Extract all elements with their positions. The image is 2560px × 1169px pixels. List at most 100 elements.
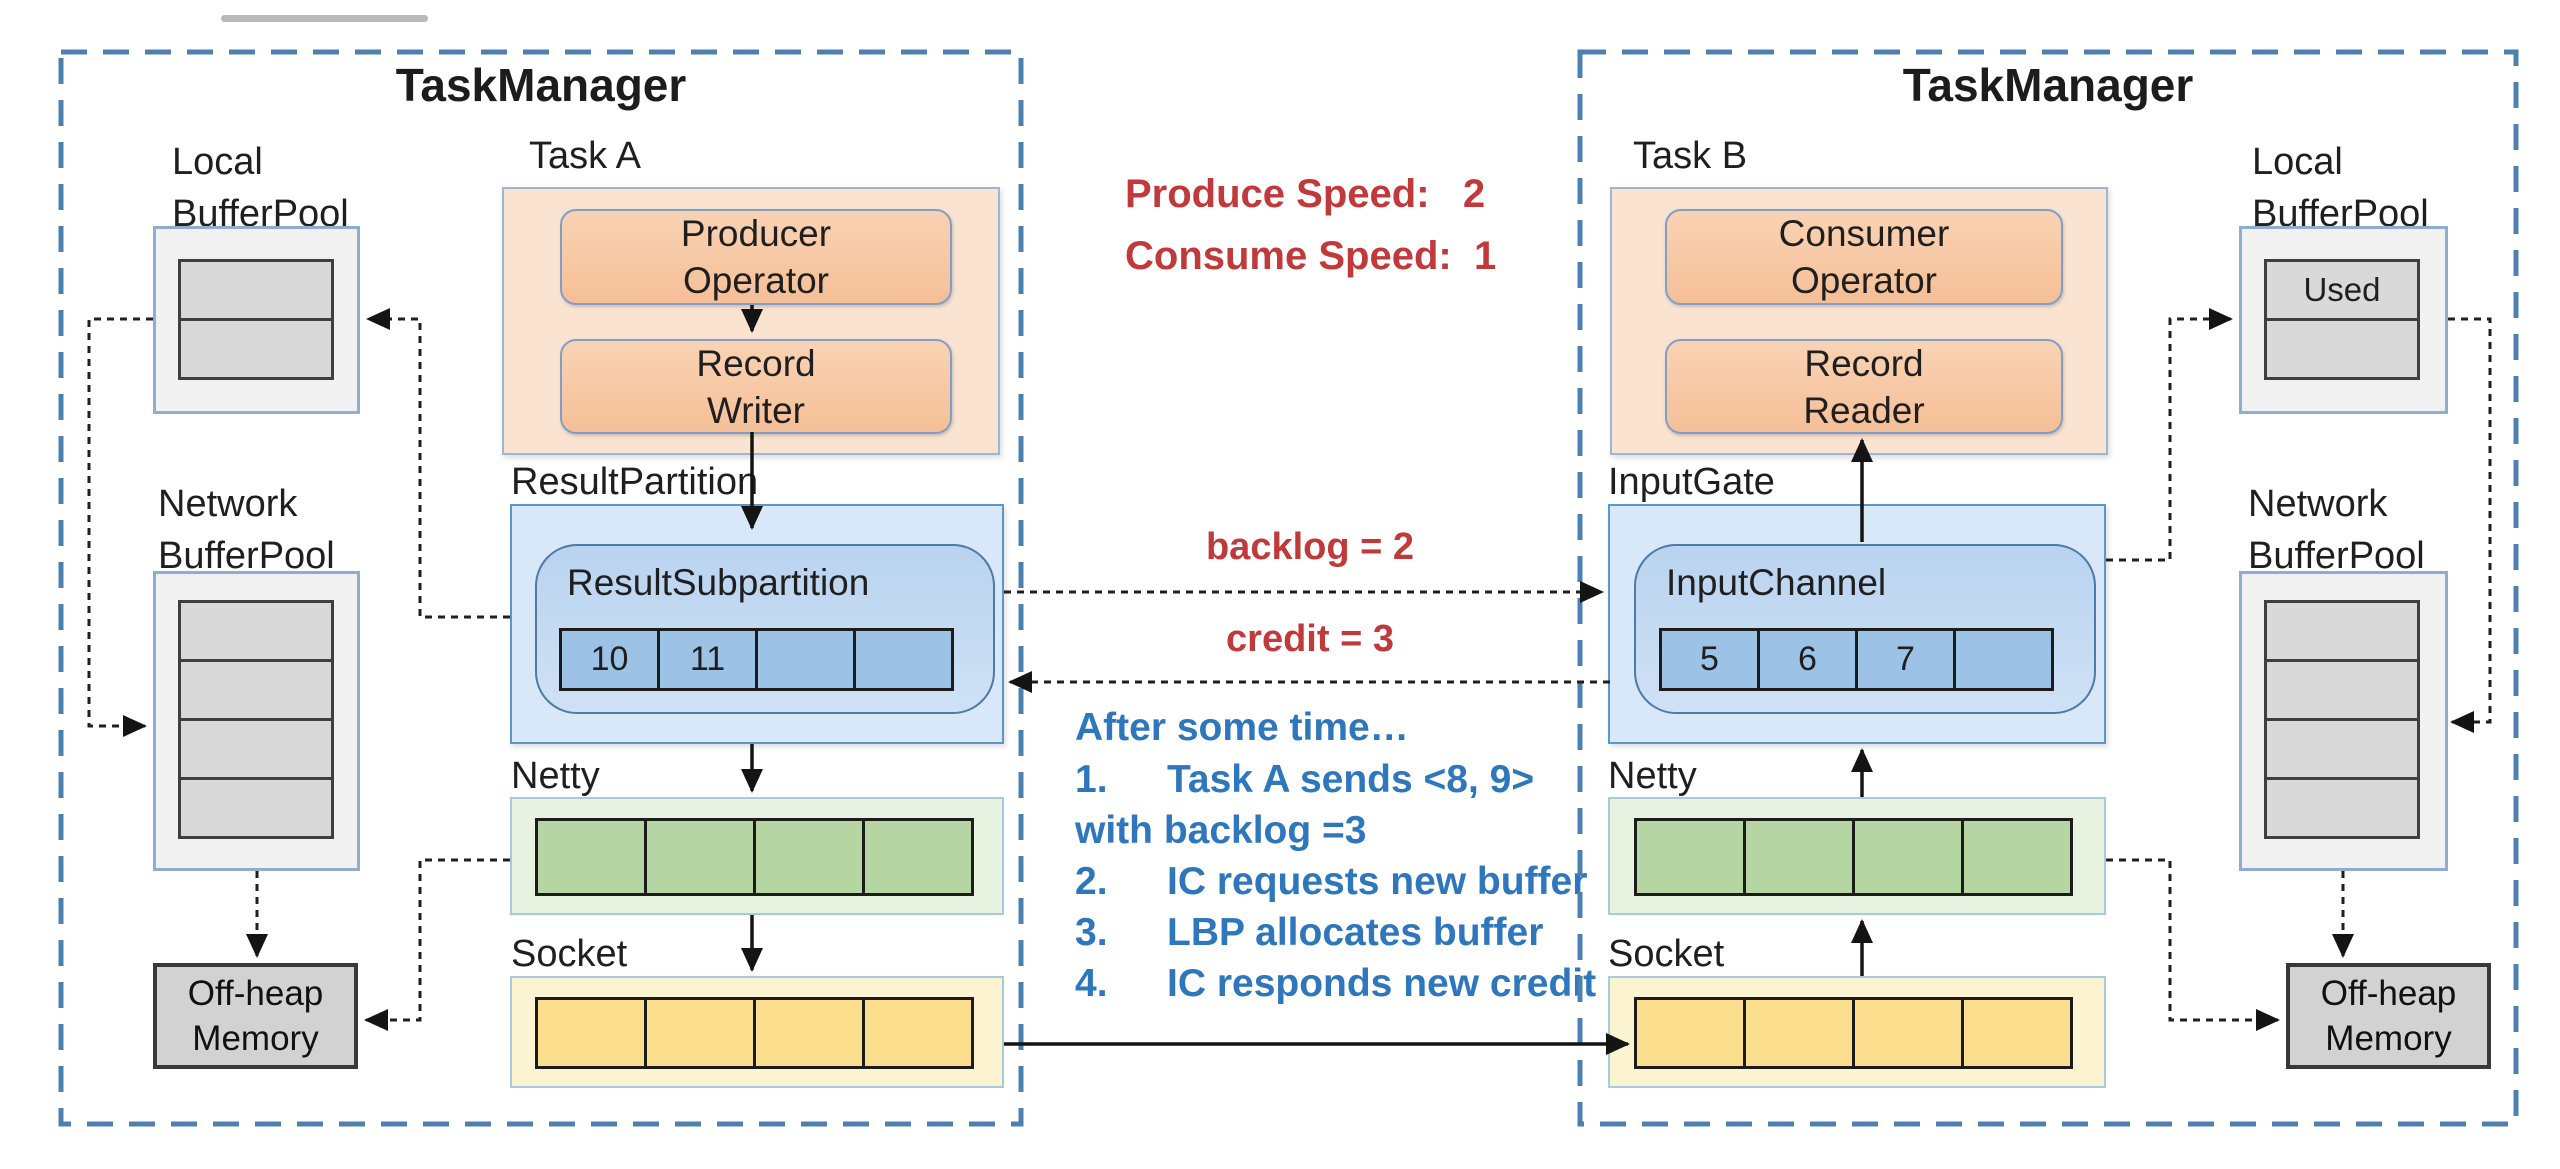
record-reader-box: Record Reader <box>1665 339 2063 434</box>
buffer-cell <box>1743 818 1855 896</box>
left-network-bufferpool-cells <box>178 600 334 839</box>
step-3: 3. LBP allocates buffer <box>1075 911 1543 955</box>
right-task-label: Task B <box>1633 135 1748 177</box>
buffer-cell <box>178 318 334 380</box>
record-reader-line1: Record <box>1804 342 1924 384</box>
buffer-cell <box>535 818 647 896</box>
step-1: 1. Task A sends <8, 9> <box>1075 758 1534 802</box>
buffer-cell <box>755 628 856 691</box>
right-network-bufferpool-cells <box>2264 600 2420 839</box>
left-offheap-line2: Memory <box>192 1019 319 1058</box>
top-accent-bar <box>221 15 428 22</box>
left-local-bufferpool-label: Local BufferPool <box>172 136 349 240</box>
buffer-cell <box>2264 318 2420 380</box>
left-network-bufferpool-box <box>153 571 360 871</box>
left-network-bufferpool-label-line1: Network <box>158 483 298 525</box>
dashed-netty-to-offheap-right <box>2106 858 2280 1031</box>
buffer-cell <box>644 997 756 1069</box>
buffer-cell <box>1953 628 2054 691</box>
dashed-netty-to-offheap <box>364 858 510 1031</box>
right-local-bufferpool-box: Used <box>2239 226 2448 414</box>
consumer-operator-line1: Consumer <box>1778 213 1950 254</box>
result-partition-label: ResultPartition <box>511 461 759 503</box>
right-network-bufferpool-label-line1: Network <box>2248 483 2388 525</box>
producer-operator-box: Producer Operator <box>560 209 952 305</box>
buffer-cell <box>1852 818 1964 896</box>
right-network-bufferpool-label: Network BufferPool <box>2248 478 2425 582</box>
left-socket-label: Socket <box>511 933 628 975</box>
producer-operator-line2: Operator <box>682 260 829 301</box>
dashed-localbufferpool-to-networkbufferpool <box>87 317 153 737</box>
credit-text: credit = 3 <box>1226 618 1394 660</box>
step-3-text: LBP allocates buffer <box>1167 911 1544 954</box>
step-2: 2. IC requests new buffer <box>1075 860 1587 904</box>
buffer-cell <box>1743 997 1855 1069</box>
dashed-localbufferpool-to-networkbufferpool-right <box>2448 317 2492 733</box>
step-4-text: IC responds new credit <box>1167 962 1597 1005</box>
input-gate-label: InputGate <box>1608 461 1775 503</box>
dashed-inputgate-to-localbufferpool <box>2106 308 2233 562</box>
step-2-text: IC requests new buffer <box>1167 860 1588 903</box>
right-socket-label: Socket <box>1608 933 1725 975</box>
consumer-operator-box: Consumer Operator <box>1665 209 2063 305</box>
buffer-cell: Used <box>2264 259 2420 321</box>
task-a-box: Producer Operator Record Writer <box>502 187 1000 455</box>
left-socket-cells <box>535 997 974 1069</box>
buffer-cell <box>178 718 334 780</box>
buffer-cell <box>178 777 334 839</box>
buffer-cell <box>853 628 954 691</box>
buffer-cell <box>1961 997 2073 1069</box>
buffer-cell <box>1634 818 1746 896</box>
task-b-box: Consumer Operator Record Reader <box>1610 187 2108 455</box>
right-local-bufferpool-label: Local BufferPool <box>2252 136 2429 240</box>
left-offheap-memory-box: Off-heap Memory <box>153 963 358 1069</box>
buffer-cell <box>535 997 647 1069</box>
right-offheap-line1: Off-heap <box>2320 974 2457 1013</box>
result-subpartition-label: ResultSubpartition <box>567 562 870 603</box>
buffer-cell <box>1852 997 1964 1069</box>
producer-operator-line1: Producer <box>680 213 832 254</box>
right-netty-cells <box>1634 818 2073 896</box>
left-local-bufferpool-box <box>153 226 360 414</box>
buffer-cell <box>178 259 334 321</box>
left-local-bufferpool-cells <box>178 259 334 380</box>
left-netty-label: Netty <box>511 755 600 797</box>
buffer-cell: 11 <box>657 628 758 691</box>
left-netty-cells <box>535 818 974 896</box>
step-1-continuation: with backlog =3 <box>1075 809 1367 853</box>
buffer-cell <box>178 600 334 662</box>
left-offheap-line1: Off-heap <box>187 974 324 1013</box>
buffer-cell <box>2264 718 2420 780</box>
right-netty-box <box>1608 797 2106 915</box>
left-local-bufferpool-label-line1: Local <box>172 141 263 183</box>
step-2-number: 2. <box>1075 860 1108 903</box>
buffer-cell <box>1634 997 1746 1069</box>
left-network-bufferpool-label: Network BufferPool <box>158 478 335 582</box>
backlog-text: backlog = 2 <box>1205 526 1415 568</box>
right-offheap-line2: Memory <box>2325 1019 2452 1058</box>
right-socket-box <box>1608 976 2106 1088</box>
right-local-bufferpool-label-line1: Local <box>2252 141 2343 183</box>
right-taskmanager-title: TaskManager <box>1902 59 2194 111</box>
left-task-label: Task A <box>529 135 641 177</box>
buffer-cell <box>2264 777 2420 839</box>
input-channel-label: InputChannel <box>1666 562 1887 603</box>
record-reader-line2: Reader <box>1803 389 1925 431</box>
step-1b-text: with backlog =3 <box>1075 809 1367 852</box>
buffer-cell <box>178 659 334 721</box>
buffer-cell <box>753 818 865 896</box>
step-1-number: 1. <box>1075 758 1108 801</box>
right-network-bufferpool-box <box>2239 571 2448 871</box>
right-socket-cells <box>1634 997 2073 1069</box>
after-some-time-text: After some time… <box>1075 706 1409 749</box>
buffer-cell <box>862 997 974 1069</box>
step-4-number: 4. <box>1075 962 1108 1005</box>
left-taskmanager-title: TaskManager <box>395 59 687 111</box>
step-3-number: 3. <box>1075 911 1108 954</box>
buffer-cell <box>2264 659 2420 721</box>
consumer-operator-line2: Operator <box>1790 260 1937 301</box>
produce-speed-text: Produce Speed: 2 <box>1125 172 1486 216</box>
